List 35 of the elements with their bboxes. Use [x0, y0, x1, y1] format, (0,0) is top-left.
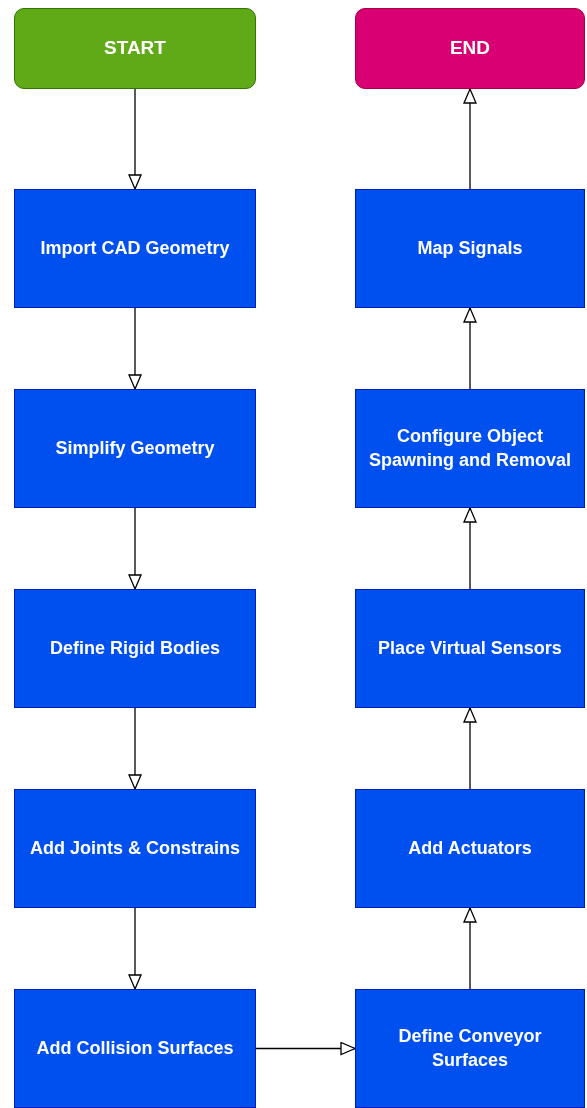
step-label: Import CAD Geometry — [40, 236, 230, 260]
end-terminal — [355, 8, 585, 89]
process-box — [355, 989, 585, 1108]
step-label: Define Conveyor Surfaces — [397, 1025, 543, 1072]
process-box — [14, 189, 256, 308]
process-box — [355, 589, 585, 708]
step-label: Map Signals — [417, 236, 523, 260]
step-label: Add Collision Surfaces — [36, 1036, 234, 1060]
step-label: Define Rigid Bodies — [50, 636, 220, 660]
step-label: Place Virtual Sensors — [378, 636, 562, 660]
process-box — [14, 589, 256, 708]
step-label: END — [449, 36, 491, 61]
arrow — [463, 307, 477, 390]
step-label: Configure Object Spawning and Removal — [367, 425, 572, 472]
step-label: Simplify Geometry — [55, 436, 215, 460]
arrow — [255, 1041, 356, 1056]
step-label: START — [104, 36, 166, 61]
arrow — [128, 88, 142, 190]
process-box — [355, 189, 585, 308]
arrow — [463, 88, 477, 190]
arrow — [128, 507, 142, 590]
step-label: Add Actuators — [408, 836, 532, 860]
arrow — [128, 307, 142, 390]
process-box — [355, 389, 585, 508]
process-box — [14, 789, 256, 908]
arrow — [463, 907, 477, 990]
arrow — [463, 507, 477, 590]
arrow — [128, 907, 142, 990]
process-box — [355, 789, 585, 908]
step-label: Add Joints & Constrains — [30, 836, 240, 860]
process-box — [14, 389, 256, 508]
process-box — [14, 989, 256, 1108]
arrow — [463, 707, 477, 790]
arrow — [128, 707, 142, 790]
start-terminal — [14, 8, 256, 89]
